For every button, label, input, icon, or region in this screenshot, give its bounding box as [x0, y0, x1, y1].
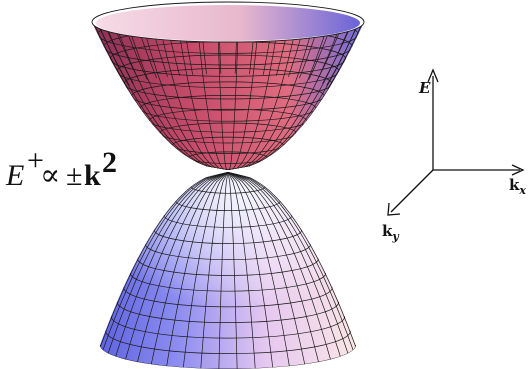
lower-mesh-ring: [175, 200, 281, 211]
lower-mesh-ring: [137, 258, 319, 276]
lower-mesh-meridian: [137, 172, 229, 363]
upper-cone-inner-rim: [96, 5, 360, 41]
formula-symbol: E: [5, 159, 24, 192]
upper-mesh-meridian: [227, 37, 310, 170]
upper-mesh-ring: [97, 34, 359, 54]
lower-mesh-ring: [116, 301, 340, 323]
lower-mesh-meridian: [115, 172, 229, 357]
upper-mesh-meridian: [131, 35, 229, 170]
upper-mesh-ring: [109, 58, 347, 77]
lower-mesh-meridian: [227, 172, 319, 363]
e-axis-label: E: [418, 79, 431, 97]
lower-mesh-meridian: [107, 172, 229, 354]
formula-sign: ±: [66, 159, 82, 192]
lower-mesh-meridian: [227, 172, 238, 369]
upper-mesh-ring-back: [123, 68, 333, 84]
lower-mesh-meridian: [125, 172, 229, 360]
kx-axis-arrow-icon: [511, 164, 525, 176]
e-axis-arrow-icon: [427, 68, 439, 83]
ky-axis-line: [390, 169, 434, 213]
lower-mesh-meridian: [227, 172, 274, 368]
lower-mesh-ring: [129, 272, 327, 292]
ky-axis-arrow-icon: [387, 202, 401, 216]
upper-mesh-ring-back: [172, 136, 284, 146]
lower-mesh-meridian: [227, 172, 290, 367]
lower-mesh-meridian: [102, 172, 229, 351]
upper-mesh-ring-back: [131, 81, 325, 97]
lower-mesh-meridian: [218, 172, 229, 369]
kx-axis-label-main: k: [509, 176, 520, 194]
lower-mesh-ring: [110, 316, 346, 339]
upper-cone: [91, 1, 365, 170]
upper-mesh-meridian: [227, 41, 239, 170]
upper-cone-surface: [92, 2, 364, 170]
upper-mesh-ring: [149, 120, 307, 133]
lower-mesh-ring: [123, 287, 333, 308]
lower-mesh-ring: [163, 215, 293, 228]
formula-power: 2: [102, 146, 117, 179]
lower-cone: [100, 172, 356, 369]
lower-mesh-meridian: [227, 172, 256, 369]
coordinate-axes: E kx ky: [382, 68, 526, 243]
upper-mesh-meridian: [227, 39, 294, 170]
lower-mesh-meridian: [227, 172, 306, 365]
upper-mesh-ring: [139, 108, 317, 122]
upper-mesh-meridian: [118, 33, 229, 170]
lower-mesh-meridian: [227, 172, 354, 351]
upper-mesh-ring: [159, 132, 297, 144]
upper-mesh-ring: [172, 145, 284, 154]
upper-mesh-ring: [116, 71, 340, 88]
upper-mesh-ring: [123, 83, 333, 100]
lower-mesh-meridian: [227, 172, 349, 354]
formula-relation: ∝: [40, 159, 60, 192]
dispersion-formula: E + ∝ ± k 2: [5, 144, 117, 192]
lower-mesh-ring: [145, 244, 311, 260]
lower-cone-highlight: [100, 172, 356, 369]
kx-axis-label: kx: [509, 176, 526, 197]
upper-mesh-meridian: [227, 35, 325, 170]
ky-axis-label-sub: y: [391, 230, 400, 243]
upper-mesh-meridian: [227, 33, 338, 170]
lower-mesh-meridian: [100, 172, 229, 347]
ky-axis-label-main: k: [382, 222, 393, 240]
upper-mesh-meridian: [146, 37, 229, 170]
upper-mesh-meridian: [198, 41, 229, 170]
lower-mesh-meridian: [227, 172, 331, 360]
upper-mesh-ring-back: [159, 122, 297, 134]
lower-mesh-meridian: [227, 172, 341, 357]
upper-mesh-meridian: [227, 41, 258, 170]
upper-mesh-ring: [131, 95, 325, 111]
upper-mesh-meridian: [162, 39, 229, 170]
upper-mesh-back-meridian: [328, 20, 364, 88]
lower-mesh-ring: [190, 186, 266, 194]
formula-superscript: +: [27, 144, 44, 177]
lower-mesh-meridian: [200, 172, 229, 369]
formula-vector: k: [84, 159, 101, 192]
lower-mesh-meridian: [166, 172, 229, 367]
lower-mesh-ring: [153, 229, 303, 244]
lower-mesh-meridian: [182, 172, 229, 368]
upper-mesh-meridian: [180, 40, 229, 170]
lower-mesh-meridian: [150, 172, 229, 365]
lower-mesh-ring: [105, 330, 351, 354]
upper-mesh-meridian: [217, 41, 229, 170]
ky-axis-label: ky: [382, 222, 400, 243]
kx-axis-label-sub: x: [518, 184, 526, 197]
upper-mesh-ring: [103, 46, 353, 66]
upper-mesh-back-meridian: [92, 20, 128, 88]
upper-cone-rim: [91, 1, 365, 43]
upper-mesh-ring-back: [116, 54, 340, 72]
lower-mesh-meridian: [227, 172, 356, 347]
upper-mesh-meridian: [227, 40, 276, 170]
